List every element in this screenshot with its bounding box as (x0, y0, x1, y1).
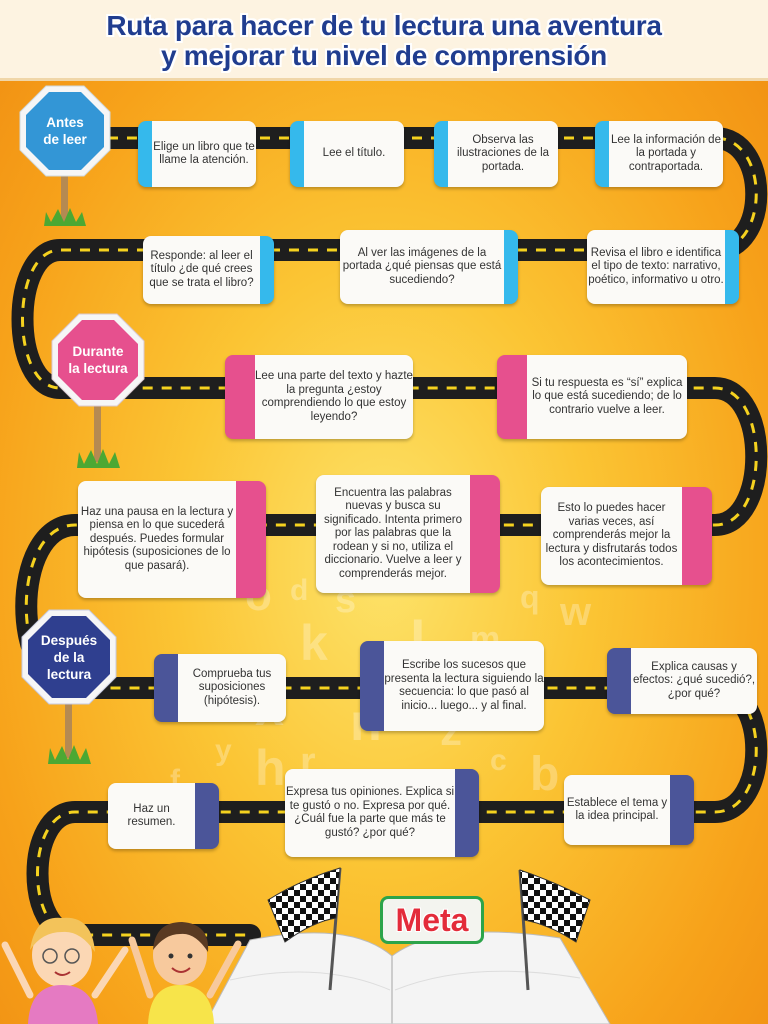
step-box: Expresa tus opiniones. Explica si te gus… (285, 769, 479, 857)
sign-label-line: la lectura (68, 361, 128, 376)
svg-text:b: b (530, 748, 559, 801)
sign-label-before: Antes de leer (18, 84, 112, 178)
svg-text:d: d (290, 574, 308, 607)
step-text: Lee el título. (322, 147, 386, 160)
svg-text:q: q (520, 579, 540, 615)
sign-label-line: Después (40, 632, 98, 648)
step-text: Observa las ilustraciones de la portada. (456, 133, 550, 173)
step-text: Lee la información de la portada y contr… (611, 133, 721, 173)
step-box: Lee la información de la portada y contr… (595, 121, 723, 187)
step-box: Esto lo puedes hacer varias veces, así c… (541, 487, 712, 585)
checkered-flag-icon (267, 867, 342, 991)
step-text: Comprueba tus suposiciones (hipótesis). (192, 667, 272, 707)
sign-octagon-pink (51, 313, 145, 468)
step-box: Haz un resumen. (108, 783, 219, 849)
finish-label: Meta (395, 901, 469, 938)
step-box: Comprueba tus suposiciones (hipótesis). (154, 654, 286, 722)
finish-banner: Meta (380, 896, 484, 944)
svg-text:f: f (170, 764, 181, 797)
header: Ruta para hacer de tu lectura una aventu… (0, 0, 768, 81)
step-text: Revisa el libro e identifica el tipo de … (588, 246, 724, 286)
step-text: Esto lo puedes hacer varias veces, así c… (545, 502, 678, 569)
step-text: Haz una pausa en la lectura y piensa en … (80, 505, 234, 572)
sign-during-reading: Durante la lectura (50, 312, 146, 472)
step-box: Escribe los sucesos que presenta la lect… (360, 641, 544, 731)
step-box: Observa las ilustraciones de la portada. (434, 121, 558, 187)
step-text: Si tu respuesta es “sí” explica lo que e… (531, 376, 683, 416)
step-box: Al ver las imágenes de la portada ¿qué p… (340, 230, 518, 304)
sign-label-line: de leer (43, 132, 87, 147)
step-text: Escribe los sucesos que presenta la lect… (384, 659, 544, 712)
step-box: Encuentra las palabras nuevas y busca su… (316, 475, 500, 593)
step-text: Al ver las imágenes de la portada ¿qué p… (342, 246, 502, 286)
road-center-line (21, 136, 758, 937)
sign-octagon-blue (19, 85, 111, 226)
step-box: Revisa el libro e identifica el tipo de … (587, 230, 739, 304)
finish-illustration (1, 867, 611, 1024)
step-box: Explica causas y efectos: ¿qué sucedió?,… (607, 648, 757, 714)
step-box: Lee una parte del texto y hazte la pregu… (225, 355, 413, 439)
step-box: Elige un libro que te llame la atención. (138, 121, 256, 187)
step-text: Elige un libro que te llame la atención. (153, 140, 255, 167)
step-text: Haz un resumen. (127, 802, 176, 829)
open-book-icon (204, 931, 611, 1024)
step-box: Si tu respuesta es “sí” explica lo que e… (497, 355, 687, 439)
sign-label-line: de la (53, 649, 85, 665)
step-box: Lee el título. (290, 121, 404, 187)
svg-text:h: h (255, 740, 286, 796)
svg-text:c: c (490, 744, 507, 777)
sign-before-reading: Antes de leer (18, 84, 112, 234)
title-line-2: y mejorar tu nivel de comprensión (160, 40, 607, 71)
step-text: Lee una parte del texto y hazte la pregu… (255, 370, 413, 423)
step-text: Expresa tus opiniones. Explica si te gus… (285, 786, 455, 839)
sign-label-during: Durante la lectura (50, 312, 146, 408)
step-text: Responde: al leer el título ¿de qué cree… (149, 249, 254, 289)
sign-octagon-navy (21, 609, 117, 764)
checkered-flag-icon (518, 869, 591, 991)
sign-label-line: Antes (46, 115, 84, 130)
step-text: Explica causas y efectos: ¿qué sucedió?,… (632, 660, 756, 700)
boy-character-icon (128, 922, 242, 1024)
girl-character-icon (1, 917, 129, 1024)
sign-label-line: Durante (72, 344, 124, 359)
step-text: Encuentra las palabras nuevas y busca su… (323, 486, 463, 580)
step-box: Haz una pausa en la lectura y piensa en … (78, 481, 266, 598)
svg-text:y: y (215, 734, 232, 767)
sign-label-line: lectura (46, 666, 92, 682)
title-line-1: Ruta para hacer de tu lectura una aventu… (106, 10, 662, 41)
svg-text:w: w (559, 590, 592, 634)
step-box: Establece el tema y la idea principal. (564, 775, 694, 845)
step-text: Establece el tema y la idea principal. (566, 796, 668, 823)
svg-text:k: k (300, 615, 328, 671)
step-box: Responde: al leer el título ¿de qué cree… (143, 236, 274, 304)
